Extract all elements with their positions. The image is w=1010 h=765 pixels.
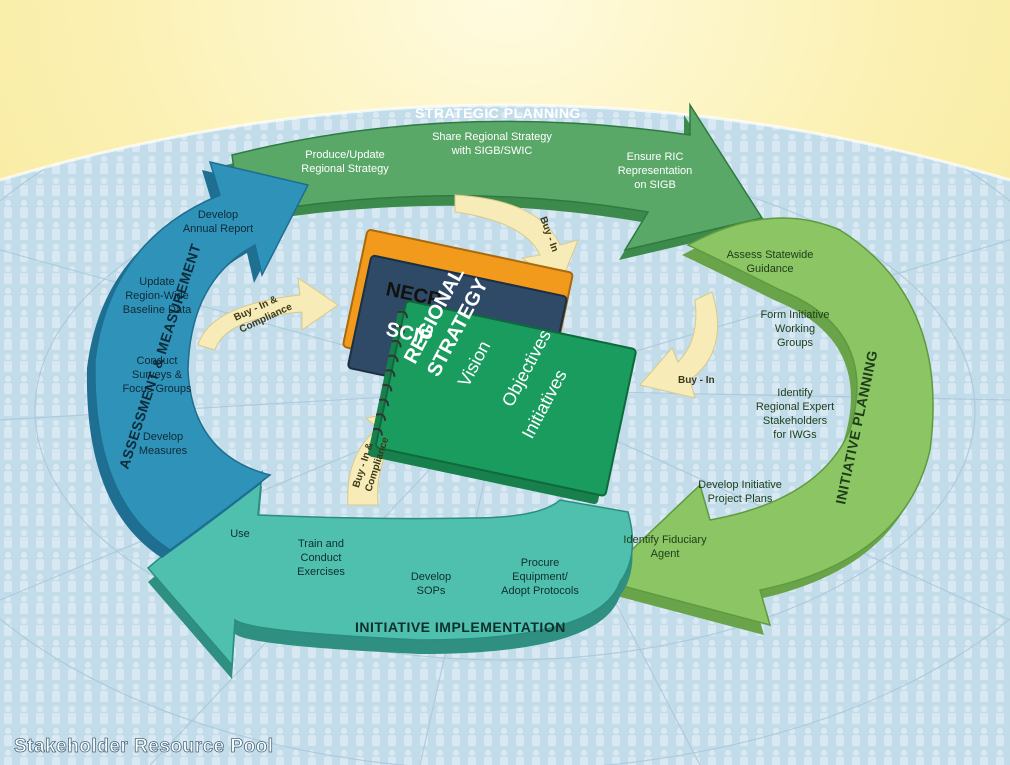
connector-right-label: Buy - In <box>678 375 715 386</box>
assessment-measurement-arrow <box>86 160 310 558</box>
initiative-implementation-arrow <box>146 470 634 679</box>
initiative-planning-arrow <box>594 217 934 635</box>
initiative-implementation-title: INITIATIVE IMPLEMENTATION <box>355 619 566 635</box>
book-regional-strategy <box>368 300 637 504</box>
footer-title: Stakeholder Resource Pool <box>14 736 274 757</box>
strategic-planning-title: STRATEGIC PLANNING <box>415 105 581 121</box>
connector-right <box>639 291 719 399</box>
strategic-planning-arrow <box>226 102 764 260</box>
connector-left <box>197 276 339 351</box>
implementation-item-1: Use <box>230 528 250 540</box>
